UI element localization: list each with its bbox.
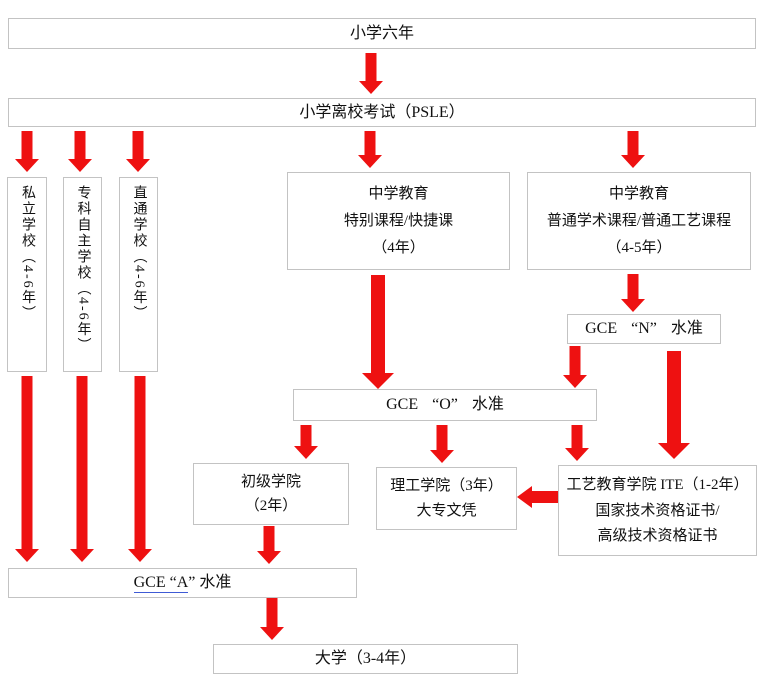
node-university: 大学（3-4年） <box>213 644 518 674</box>
arrow-through-train-school-to-gce-a-icon <box>128 376 152 562</box>
arrow-secondary-express-to-gce-o-icon <box>362 275 394 389</box>
node-polytechnic-line1: 理工学院（3年） <box>390 478 503 495</box>
arrow-junior-college-to-gce-a-icon <box>257 526 281 564</box>
node-gce-n-level-label: GCE “N” 水准 <box>585 320 703 338</box>
node-specialised-independent-school: 专科自主学校（4-6年） <box>63 177 102 372</box>
node-polytechnic-line2: 大专文凭 <box>416 502 477 519</box>
node-ite-line3: 高级技术资格证书 <box>597 527 718 544</box>
node-primary-school-label: 小学六年 <box>349 24 414 42</box>
arrow-gce-o-to-polytechnic-icon <box>430 425 454 463</box>
node-junior-college: 初级学院 （2年） <box>193 463 349 525</box>
node-secondary-express-line1: 中学教育 <box>368 186 429 202</box>
arrow-independent-school-to-gce-a-icon <box>70 376 94 562</box>
node-junior-college-line1: 初级学院 <box>240 474 301 490</box>
node-polytechnic: 理工学院（3年） 大专文凭 <box>376 467 517 530</box>
arrow-psle-to-independent-school-icon <box>68 131 92 172</box>
node-ite: 工艺教育学院 ITE（1-2年） 国家技术资格证书/ 高级技术资格证书 <box>558 465 757 556</box>
node-through-train-school-label: 直通学校（4-6年） <box>131 185 147 322</box>
arrow-private-school-to-gce-a-icon <box>15 376 39 562</box>
node-gce-n-level: GCE “N” 水准 <box>567 314 721 344</box>
node-gce-a-level-label: GCE “A” 水准 <box>133 573 232 594</box>
node-ite-line1: 工艺教育学院 ITE（1-2年） <box>566 477 749 494</box>
arrow-gce-n-to-ite-icon <box>658 351 690 459</box>
node-gce-o-level: GCE “O” 水准 <box>293 389 597 421</box>
node-specialised-independent-school-label: 专科自主学校（4-6年） <box>75 185 91 354</box>
node-gce-a-level: GCE “A” 水准 <box>8 568 357 598</box>
node-secondary-normal-line2: 普通学术课程/普通工艺课程 <box>546 213 732 229</box>
arrow-primary-to-psle-icon <box>359 53 383 94</box>
node-psle-label: 小学离校考试（PSLE） <box>299 103 465 121</box>
node-secondary-express-line2: 特别课程/快捷课 <box>343 213 454 229</box>
node-gce-a-level-underlined-text: GCE “A <box>133 574 189 594</box>
node-private-school: 私立学校（4-6年） <box>7 177 47 372</box>
node-private-school-label: 私立学校（4-6年） <box>20 185 35 322</box>
arrow-gce-o-to-junior-college-icon <box>294 425 318 459</box>
node-primary-school: 小学六年 <box>8 18 756 49</box>
node-through-train-school: 直通学校（4-6年） <box>119 177 158 372</box>
arrow-psle-to-through-train-school-icon <box>126 131 150 172</box>
arrow-psle-to-secondary-normal-icon <box>621 131 645 168</box>
arrow-secondary-normal-to-gce-n-icon <box>621 274 645 312</box>
arrow-gce-a-to-university-icon <box>260 598 284 640</box>
node-secondary-express-line3: （4年） <box>372 240 425 256</box>
node-gce-o-level-label: GCE “O” 水准 <box>386 396 504 414</box>
arrow-ite-to-polytechnic-icon <box>517 486 558 508</box>
node-university-label: 大学（3-4年） <box>314 650 417 668</box>
node-secondary-normal-line3: （4-5年） <box>606 240 672 256</box>
node-secondary-normal-line1: 中学教育 <box>608 186 669 202</box>
node-junior-college-line2: （2年） <box>244 498 298 514</box>
arrow-psle-to-private-school-icon <box>15 131 39 172</box>
arrow-psle-to-secondary-express-icon <box>358 131 382 168</box>
node-secondary-normal: 中学教育 普通学术课程/普通工艺课程 （4-5年） <box>527 172 751 270</box>
node-psle: 小学离校考试（PSLE） <box>8 98 756 127</box>
node-gce-a-level-rest-text: ” 水准 <box>188 574 232 592</box>
node-ite-line2: 国家技术资格证书/ <box>595 502 720 519</box>
arrow-gce-o-to-ite-icon <box>565 425 589 461</box>
node-secondary-express: 中学教育 特别课程/快捷课 （4年） <box>287 172 510 270</box>
arrow-gce-n-to-gce-o-icon <box>563 346 587 388</box>
